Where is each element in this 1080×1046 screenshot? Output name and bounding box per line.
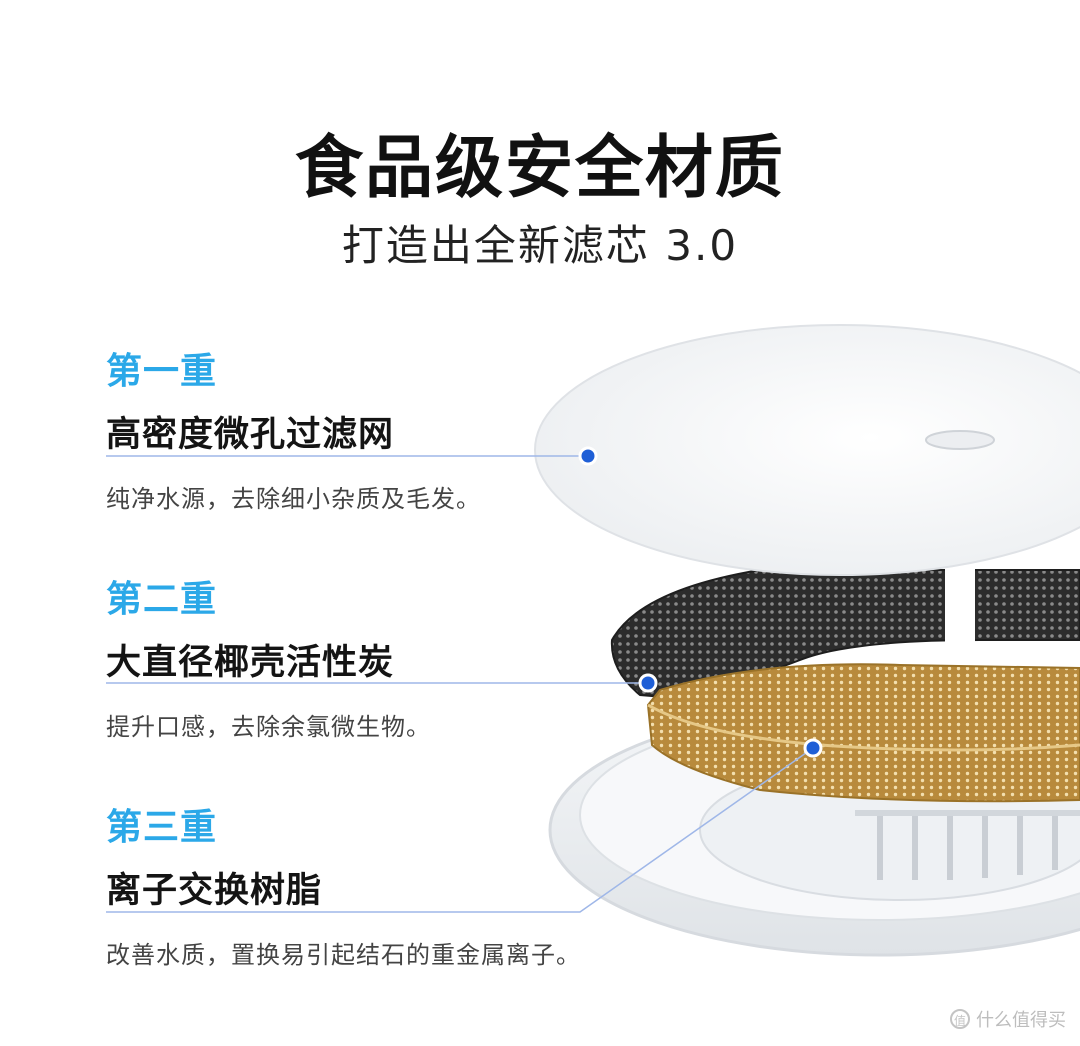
layer-one-desc: 纯净水源，去除细小杂质及毛发。 [106, 485, 481, 513]
layer-two: 第二重 大直径椰壳活性炭 提升口感，去除余氯微生物。 [106, 570, 431, 742]
layer-one: 第一重 高密度微孔过滤网 纯净水源，去除细小杂质及毛发。 [106, 342, 481, 514]
leader-lines [106, 455, 814, 913]
layer-one-name: 高密度微孔过滤网 [106, 415, 395, 455]
layer-three-desc: 改善水质，置换易引起结石的重金属离子。 [106, 941, 581, 969]
layer-three-name: 离子交换树脂 [106, 871, 323, 911]
layer-two-number: 第二重 [106, 579, 218, 620]
zhi-logo-icon: 值 [950, 1009, 970, 1029]
layer-one-number: 第一重 [106, 351, 218, 392]
layer-three: 第三重 离子交换树脂 改善水质，置换易引起结石的重金属离子。 [106, 798, 581, 970]
top-disc [534, 324, 1080, 576]
layer-markers [578, 446, 823, 758]
resin-layer [646, 663, 1080, 803]
layer-two-desc: 提升口感，去除余氯微生物。 [106, 713, 431, 741]
carbon-layer [610, 565, 1080, 702]
watermark: 值 什么值得买 [950, 1006, 1066, 1032]
layer-two-name: 大直径椰壳活性炭 [106, 643, 395, 683]
page-subtitle: 打造出全新滤芯 3.0 [341, 221, 739, 270]
watermark-text: 什么值得买 [976, 1010, 1066, 1031]
page-title: 食品级安全材质 [294, 129, 785, 208]
layer-three-number: 第三重 [106, 807, 218, 848]
